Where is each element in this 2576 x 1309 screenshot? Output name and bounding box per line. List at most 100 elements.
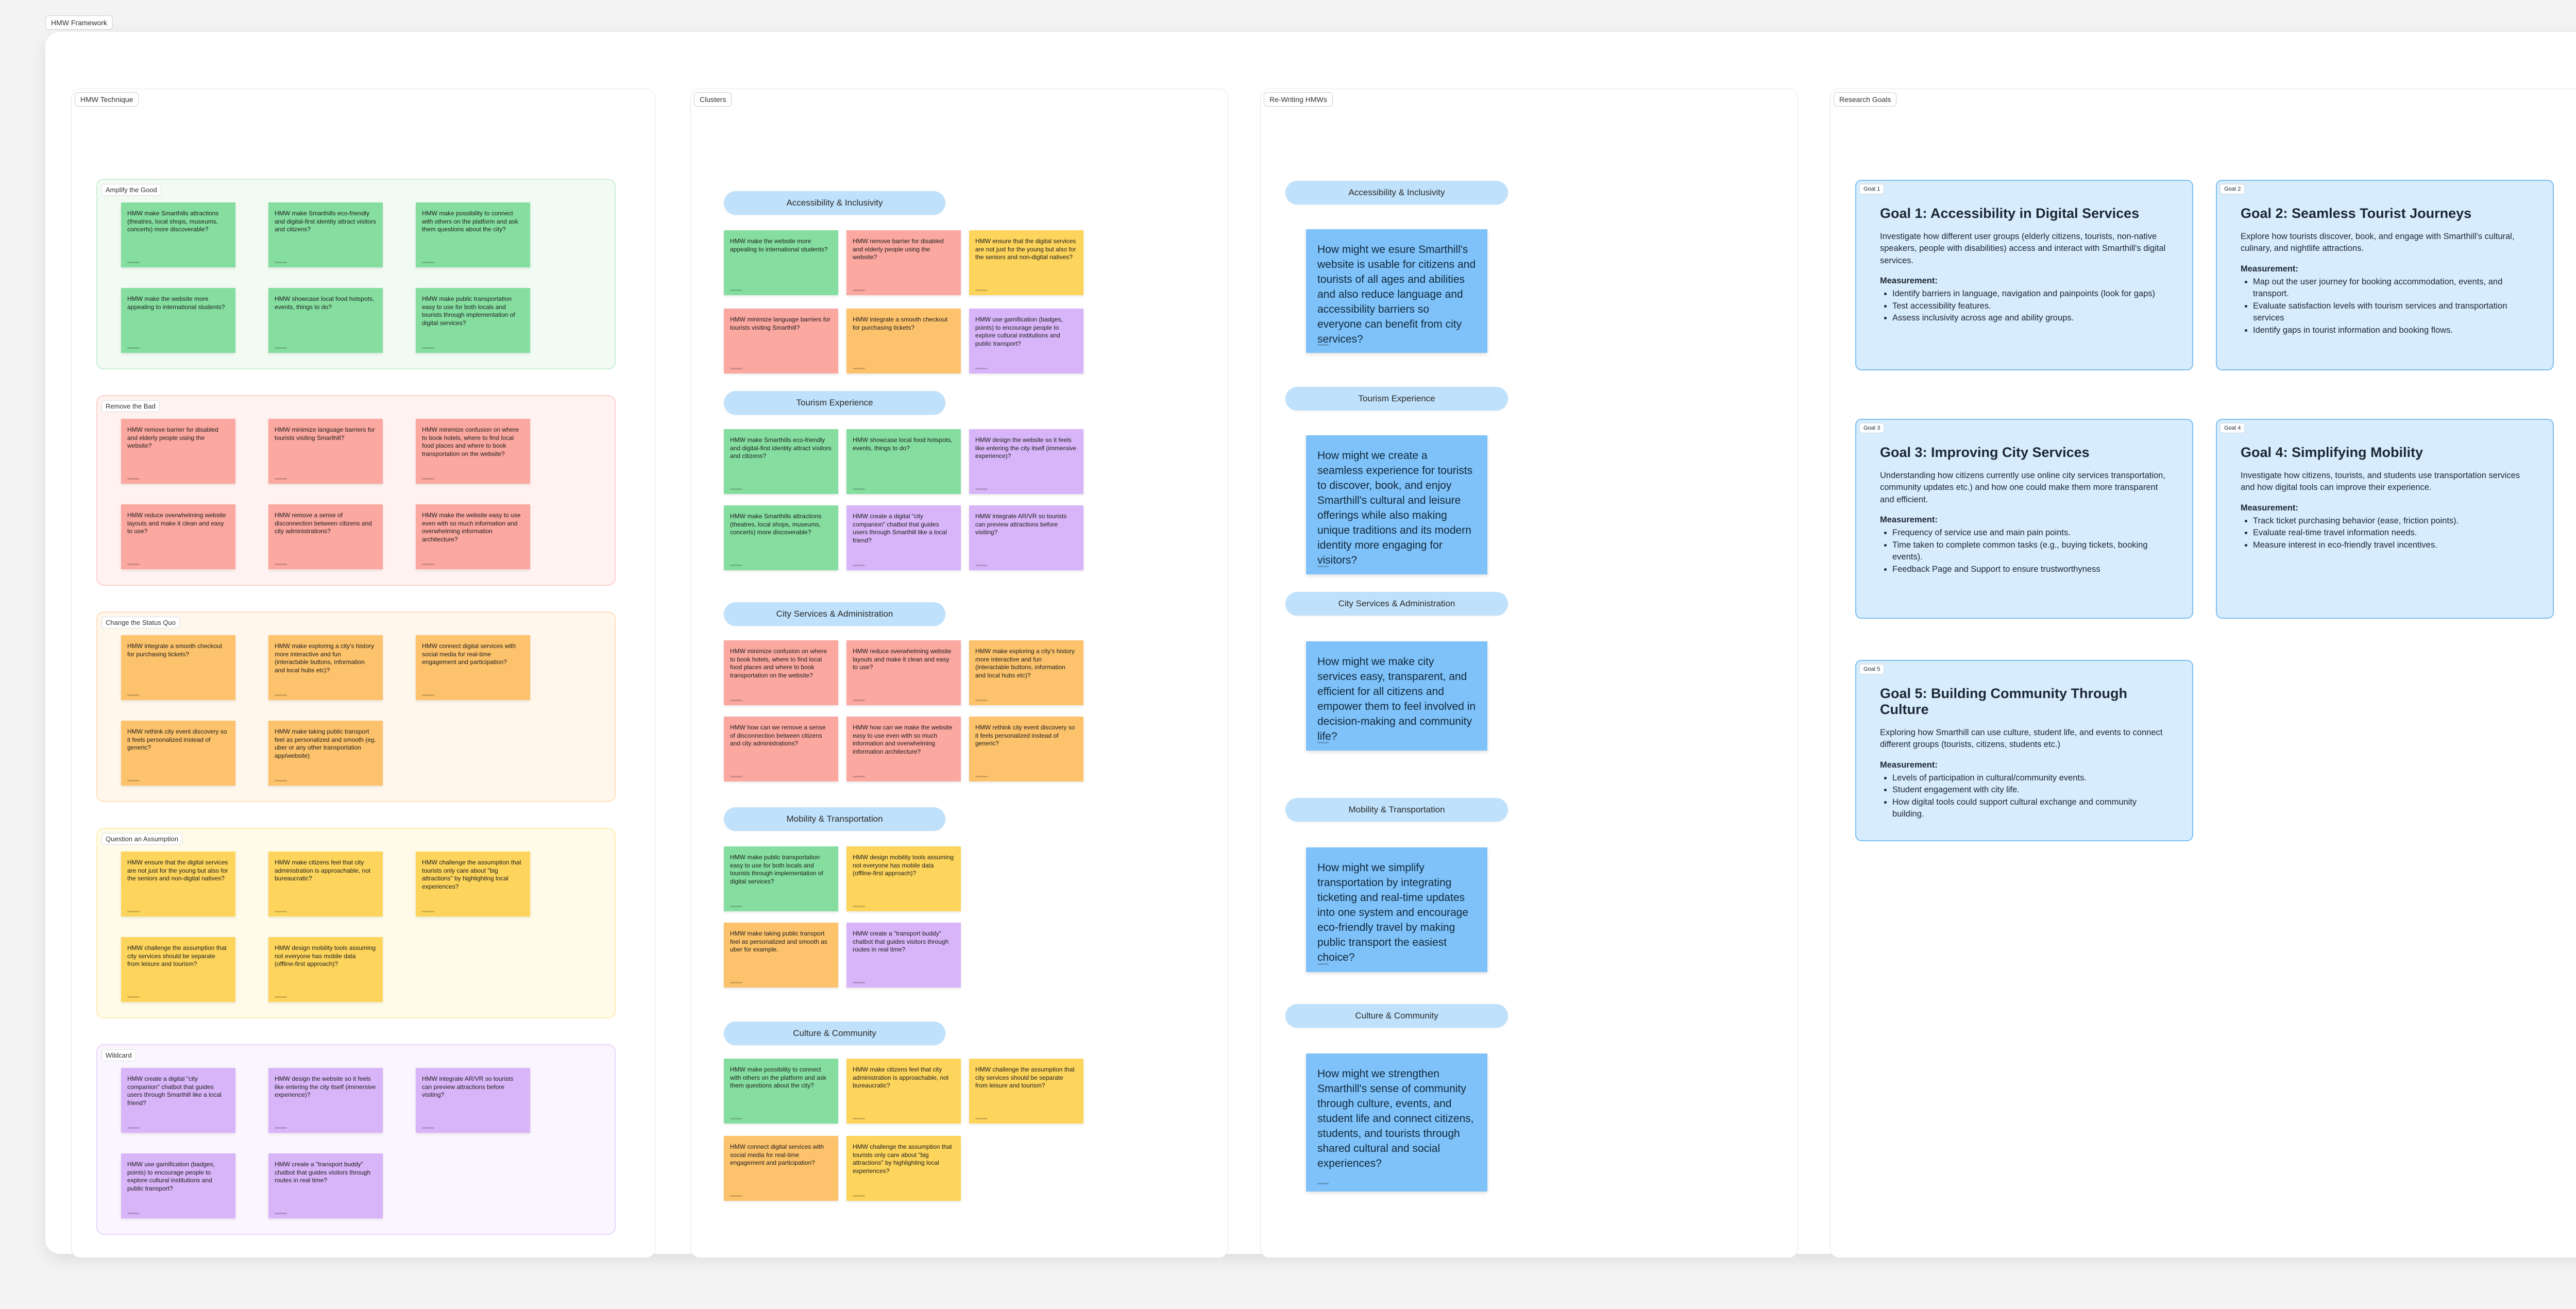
group-label: Remove the Bad (101, 400, 160, 412)
sticky-note[interactable]: HMW remove barrier for disabled and elde… (121, 419, 235, 484)
sticky-note[interactable]: HMW showcase local food hotspots, events… (268, 288, 383, 353)
cluster-title-accessibility[interactable]: Accessibility & Inclusivity (724, 191, 945, 215)
sticky-note[interactable]: HMW make possibility to connect with oth… (416, 202, 530, 267)
measurement-label: Measurement: (2241, 264, 2298, 274)
rewrite-title[interactable]: Tourism Experience (1285, 387, 1508, 411)
sticky-note[interactable]: HMW rethink city event discovery so it f… (121, 721, 235, 786)
goal-card-2[interactable]: Goal 2 Goal 2: Seamless Tourist Journeys… (2216, 180, 2554, 370)
sticky-note[interactable]: HMW design the website so it feels like … (969, 429, 1083, 494)
sticky-note[interactable]: HMW create a digital "city companion" ch… (121, 1068, 235, 1133)
hmw-rewrite-note[interactable]: How might we esure Smarthill's website i… (1306, 229, 1487, 353)
sticky-note[interactable]: HMW minimize confusion on where to book … (416, 419, 530, 484)
sticky-note[interactable]: HMW make public transportation easy to u… (416, 288, 530, 353)
sticky-note[interactable]: HMW use gamification (badges, points) to… (969, 309, 1083, 373)
sticky-note[interactable]: HMW make citizens feel that city adminis… (846, 1059, 961, 1124)
measurement-item: Feedback Page and Support to ensure trus… (1892, 564, 2168, 575)
goal-tag: Goal 5 (1859, 664, 1885, 674)
goal-card-5[interactable]: Goal 5 Goal 5: Building Community Throug… (1855, 660, 2193, 841)
group-change-the-status-quo: Change the Status Quo HMW integrate a sm… (96, 611, 616, 802)
measurement-item: Track ticket purchasing behavior (ease, … (2253, 515, 2529, 527)
section-label-goals[interactable]: Research Goals (1834, 92, 1897, 107)
sticky-note[interactable]: HMW create a digital "city companion" ch… (846, 505, 961, 570)
sticky-note[interactable]: HMW remove barrier for disabled and elde… (846, 230, 961, 295)
frame-title-tag[interactable]: HMW Framework (45, 15, 113, 30)
section-label-rewriting[interactable]: Re-Writing HMWs (1264, 92, 1333, 107)
sticky-note[interactable]: HMW make the website easy to use even wi… (416, 504, 530, 569)
sticky-note[interactable]: HMW make possibility to connect with oth… (724, 1059, 838, 1124)
sticky-note[interactable]: HMW reduce overwhelming website layouts … (846, 640, 961, 705)
sticky-note[interactable]: HMW create a "transport buddy" chatbot t… (268, 1153, 383, 1218)
measurement-list: Track ticket purchasing behavior (ease, … (2241, 515, 2529, 551)
sticky-note[interactable]: HMW make taking public transport feel as… (268, 721, 383, 786)
sticky-note[interactable]: HMW make public transportation easy to u… (724, 846, 838, 911)
sticky-note[interactable]: HMW how can we remove a sense of disconn… (724, 717, 838, 781)
sticky-note[interactable]: HMW connect digital services with social… (416, 635, 530, 700)
hmw-rewrite-note[interactable]: How might we create a seamless experienc… (1306, 435, 1487, 574)
measurement-item: How digital tools could support cultural… (1892, 796, 2168, 821)
sticky-note[interactable]: HMW design the website so it feels like … (268, 1068, 383, 1133)
rewrite-title[interactable]: Accessibility & Inclusivity (1285, 181, 1508, 205)
sticky-note[interactable]: HMW rethink city event discovery so it f… (969, 717, 1083, 781)
section-label-clusters[interactable]: Clusters (694, 92, 732, 107)
sticky-note[interactable]: HMW integrate AR/VR so tourists can prev… (969, 505, 1083, 570)
sticky-note[interactable]: HMW challenge the assumption that city s… (121, 937, 235, 1002)
measurement-label: Measurement: (1880, 276, 1938, 286)
goal-title: Goal 2: Seamless Tourist Journeys (2241, 206, 2472, 221)
rewrite-title[interactable]: City Services & Administration (1285, 592, 1508, 616)
rewrite-title[interactable]: Culture & Community (1285, 1004, 1508, 1028)
cluster-title-culture[interactable]: Culture & Community (724, 1022, 945, 1045)
goal-description: Investigate how citizens, tourists, and … (2241, 471, 2520, 492)
group-label: Amplify the Good (101, 184, 161, 196)
measurement-list: Levels of participation in cultural/comm… (1880, 772, 2168, 821)
sticky-note[interactable]: HMW make exploring a city's history more… (969, 640, 1083, 705)
cluster-title-city-services[interactable]: City Services & Administration (724, 602, 945, 626)
sticky-note[interactable]: HMW ensure that the digital services are… (121, 852, 235, 916)
sticky-note[interactable]: HMW minimize language barriers for touri… (268, 419, 383, 484)
sticky-note[interactable]: HMW make Smarthills attractions (theatre… (121, 202, 235, 267)
sticky-note[interactable]: HMW make the website more appealing to i… (724, 230, 838, 295)
sticky-note[interactable]: HMW ensure that the digital services are… (969, 230, 1083, 295)
sticky-note[interactable]: HMW design mobility tools assuming not e… (268, 937, 383, 1002)
sticky-note[interactable]: HMW make Smarthills eco-friendly and dig… (724, 429, 838, 494)
sticky-note[interactable]: HMW minimize confusion on where to book … (724, 640, 838, 705)
measurement-item: Evaluate real-time travel information ne… (2253, 527, 2529, 539)
goal-card-1[interactable]: Goal 1 Goal 1: Accessibility in Digital … (1855, 180, 2193, 370)
section-label-technique[interactable]: HMW Technique (75, 92, 139, 107)
measurement-item: Test accessibility features. (1892, 300, 2168, 312)
sticky-note[interactable]: HMW showcase local food hotspots, events… (846, 429, 961, 494)
sticky-note[interactable]: HMW use gamification (badges, points) to… (121, 1153, 235, 1218)
sticky-note[interactable]: HMW minimize language barriers for touri… (724, 309, 838, 373)
sticky-note[interactable]: HMW integrate a smooth checkout for purc… (846, 309, 961, 373)
measurement-list: Identify barriers in language, navigatio… (1880, 288, 2168, 324)
goal-title: Goal 3: Improving City Services (1880, 445, 2090, 460)
sticky-note[interactable]: HMW create a "transport buddy" chatbot t… (846, 923, 961, 988)
cluster-title-mobility[interactable]: Mobility & Transportation (724, 807, 945, 831)
sticky-note[interactable]: HMW make exploring a city's history more… (268, 635, 383, 700)
hmw-rewrite-note[interactable]: How might we strengthen Smarthill's sens… (1306, 1053, 1487, 1192)
goal-card-3[interactable]: Goal 3 Goal 3: Improving City Services U… (1855, 419, 2193, 619)
sticky-note[interactable]: HMW integrate a smooth checkout for purc… (121, 635, 235, 700)
rewrite-title[interactable]: Mobility & Transportation (1285, 798, 1508, 822)
measurement-label: Measurement: (2241, 503, 2298, 513)
sticky-note[interactable]: HMW make citizens feel that city adminis… (268, 852, 383, 916)
sticky-note[interactable]: HMW make Smarthills eco-friendly and dig… (268, 202, 383, 267)
goal-card-4[interactable]: Goal 4 Goal 4: Simplifying Mobility Inve… (2216, 419, 2554, 619)
sticky-note[interactable]: HMW challenge the assumption that touris… (416, 852, 530, 916)
sticky-note[interactable]: HMW make Smarthills attractions (theatre… (724, 505, 838, 570)
sticky-note[interactable]: HMW how can we make the website easy to … (846, 717, 961, 781)
sticky-note[interactable]: HMW make the website more appealing to i… (121, 288, 235, 353)
sticky-note[interactable]: HMW reduce overwhelming website layouts … (121, 504, 235, 569)
sticky-note[interactable]: HMW make taking public transport feel as… (724, 923, 838, 988)
measurement-item: Student engagement with city life. (1892, 784, 2168, 796)
sticky-note[interactable]: HMW challenge the assumption that touris… (846, 1136, 961, 1201)
measurement-item: Identify gaps in tourist information and… (2253, 325, 2529, 336)
sticky-note[interactable]: HMW integrate AR/VR so tourists can prev… (416, 1068, 530, 1133)
sticky-note[interactable]: HMW design mobility tools assuming not e… (846, 846, 961, 911)
hmw-rewrite-note[interactable]: How might we make city services easy, tr… (1306, 641, 1487, 751)
sticky-note[interactable]: HMW challenge the assumption that city s… (969, 1059, 1083, 1124)
cluster-title-tourism[interactable]: Tourism Experience (724, 391, 945, 415)
sticky-note[interactable]: HMW remove a sense of disconnection betw… (268, 504, 383, 569)
goal-title: Goal 4: Simplifying Mobility (2241, 445, 2424, 460)
hmw-rewrite-note[interactable]: How might we simplify transportation by … (1306, 847, 1487, 972)
sticky-note[interactable]: HMW connect digital services with social… (724, 1136, 838, 1201)
